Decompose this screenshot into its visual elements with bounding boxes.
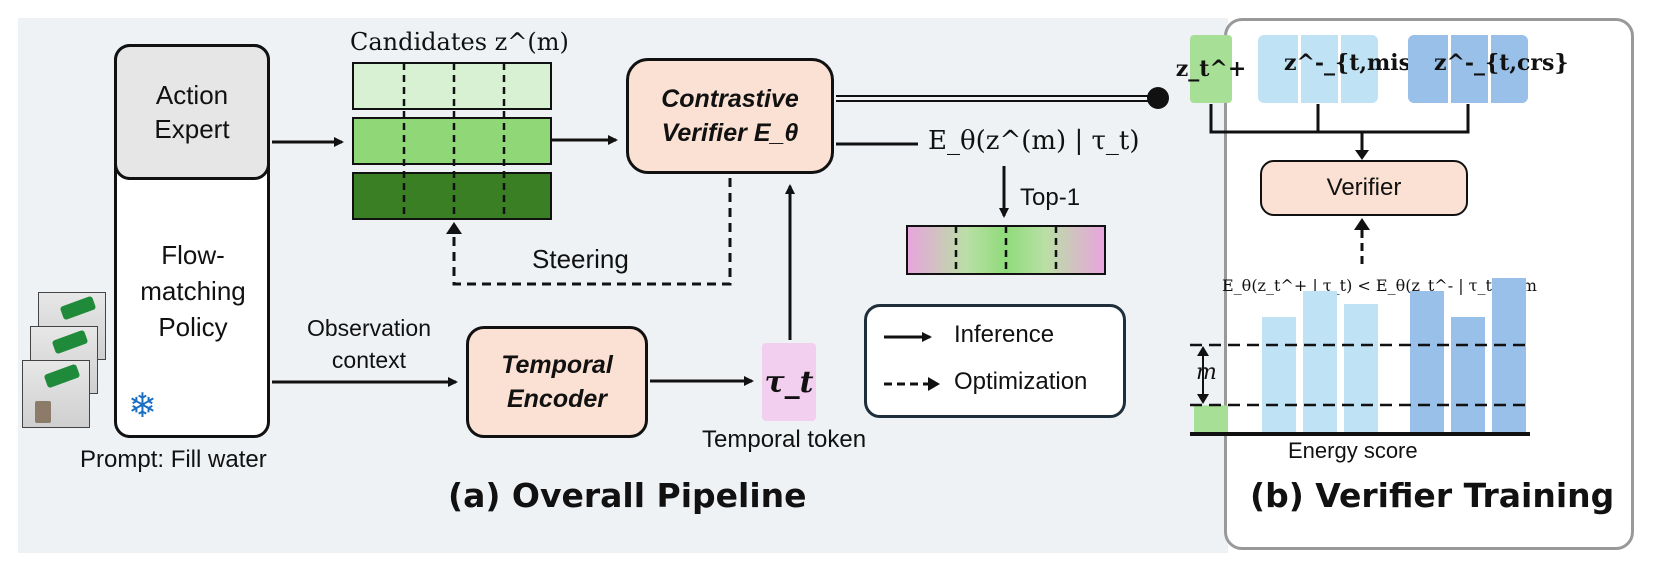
margin-equation: E_θ(z_t^+ | τ_t) < E_θ(z_t^- | τ_t) − m: [1222, 276, 1537, 295]
legend-optimization-label: Optimization: [954, 368, 1088, 395]
panel-b-title: (b) Verifier Training: [1250, 476, 1615, 515]
legend-inference-label: Inference: [954, 321, 1055, 348]
negative-crs-divider-2: [1488, 35, 1491, 103]
top1-label: Top-1: [1020, 184, 1081, 211]
candidate-dividers: [402, 63, 506, 219]
margin-arrowhead-down: [1197, 394, 1209, 404]
candidate-bar-light: [352, 62, 552, 110]
verifier-optimization-arrowhead: [1354, 218, 1370, 230]
panel-b-connectors: [1209, 104, 1470, 152]
margin-arrowhead-up: [1197, 346, 1209, 356]
candidate-bar-dark: [352, 172, 552, 220]
positive-embedding-label: z_t^+: [1175, 56, 1247, 82]
top1-dividers: [954, 226, 1058, 274]
energy-bar-crs-2: [1451, 317, 1485, 434]
verifier-training-panel: [1224, 18, 1634, 550]
panel-a-title: (a) Overall Pipeline: [448, 476, 807, 515]
energy-score-chart: [1190, 278, 1530, 436]
energy-bar-mis-2: [1303, 291, 1337, 434]
temporal-token-symbol: τ_t: [764, 364, 814, 400]
steering-arrowhead: [446, 222, 462, 234]
negative-crs-embedding-box: [1408, 35, 1528, 103]
negative-crs-label: z^-_{t,crs}: [1434, 50, 1569, 76]
legend-box: [864, 304, 1126, 418]
prompt-label: Prompt: Fill water: [80, 446, 267, 473]
temporal-token-box: τ_t: [762, 343, 816, 421]
margin-label: m: [1196, 360, 1217, 385]
energy-function-label: E_θ(z^(m) | τ_t): [928, 126, 1140, 156]
verifier-input-arrowhead: [1355, 150, 1369, 160]
contrastive-verifier-label: Contrastive Verifier E_θ: [661, 85, 799, 147]
snowflake-icon: ❄: [128, 387, 157, 425]
candidates-label: Candidates z^(m): [350, 28, 569, 56]
contrastive-verifier-box: Contrastive Verifier E_θ: [626, 58, 834, 174]
negative-mis-embedding-box: [1258, 35, 1378, 103]
action-expert-box: Action Expert: [114, 44, 270, 180]
energy-bar-positive-1: [1194, 405, 1228, 434]
negative-mis-divider-1: [1298, 35, 1301, 103]
negative-mis-label: z^-_{t,mis}: [1284, 50, 1426, 76]
observation-context-label: Observation context: [306, 315, 431, 373]
energy-bar-mis-3: [1344, 304, 1378, 434]
policy-label-wrap: Flow-matching Policy: [120, 236, 266, 346]
steering-path: [452, 178, 732, 286]
candidate-bar-mid: [352, 117, 552, 165]
legend-optimization-arrowhead: [928, 377, 940, 391]
positive-embedding-box: z_t^+: [1176, 35, 1246, 103]
temporal-encoder-box: Temporal Encoder: [466, 326, 648, 438]
observation-frame-3: [22, 360, 90, 428]
temporal-encoder-label: Temporal Encoder: [501, 351, 613, 413]
link-dot: [1147, 87, 1169, 109]
flow-matching-policy-label: Flow-matching Policy: [140, 240, 246, 342]
energy-bar-mis-1: [1262, 317, 1296, 434]
steering-label: Steering: [532, 244, 629, 274]
negative-mis-divider-2: [1338, 35, 1341, 103]
verifier-box: Verifier: [1260, 160, 1468, 216]
energy-bar-crs-3: [1492, 278, 1526, 434]
temporal-token-label: Temporal token: [702, 426, 867, 453]
energy-score-label: Energy score: [1288, 438, 1418, 463]
action-expert-label: Action Expert: [154, 80, 230, 144]
verifier-label: Verifier: [1326, 174, 1402, 201]
energy-bar-crs-1: [1410, 291, 1444, 434]
negative-crs-divider-1: [1448, 35, 1451, 103]
